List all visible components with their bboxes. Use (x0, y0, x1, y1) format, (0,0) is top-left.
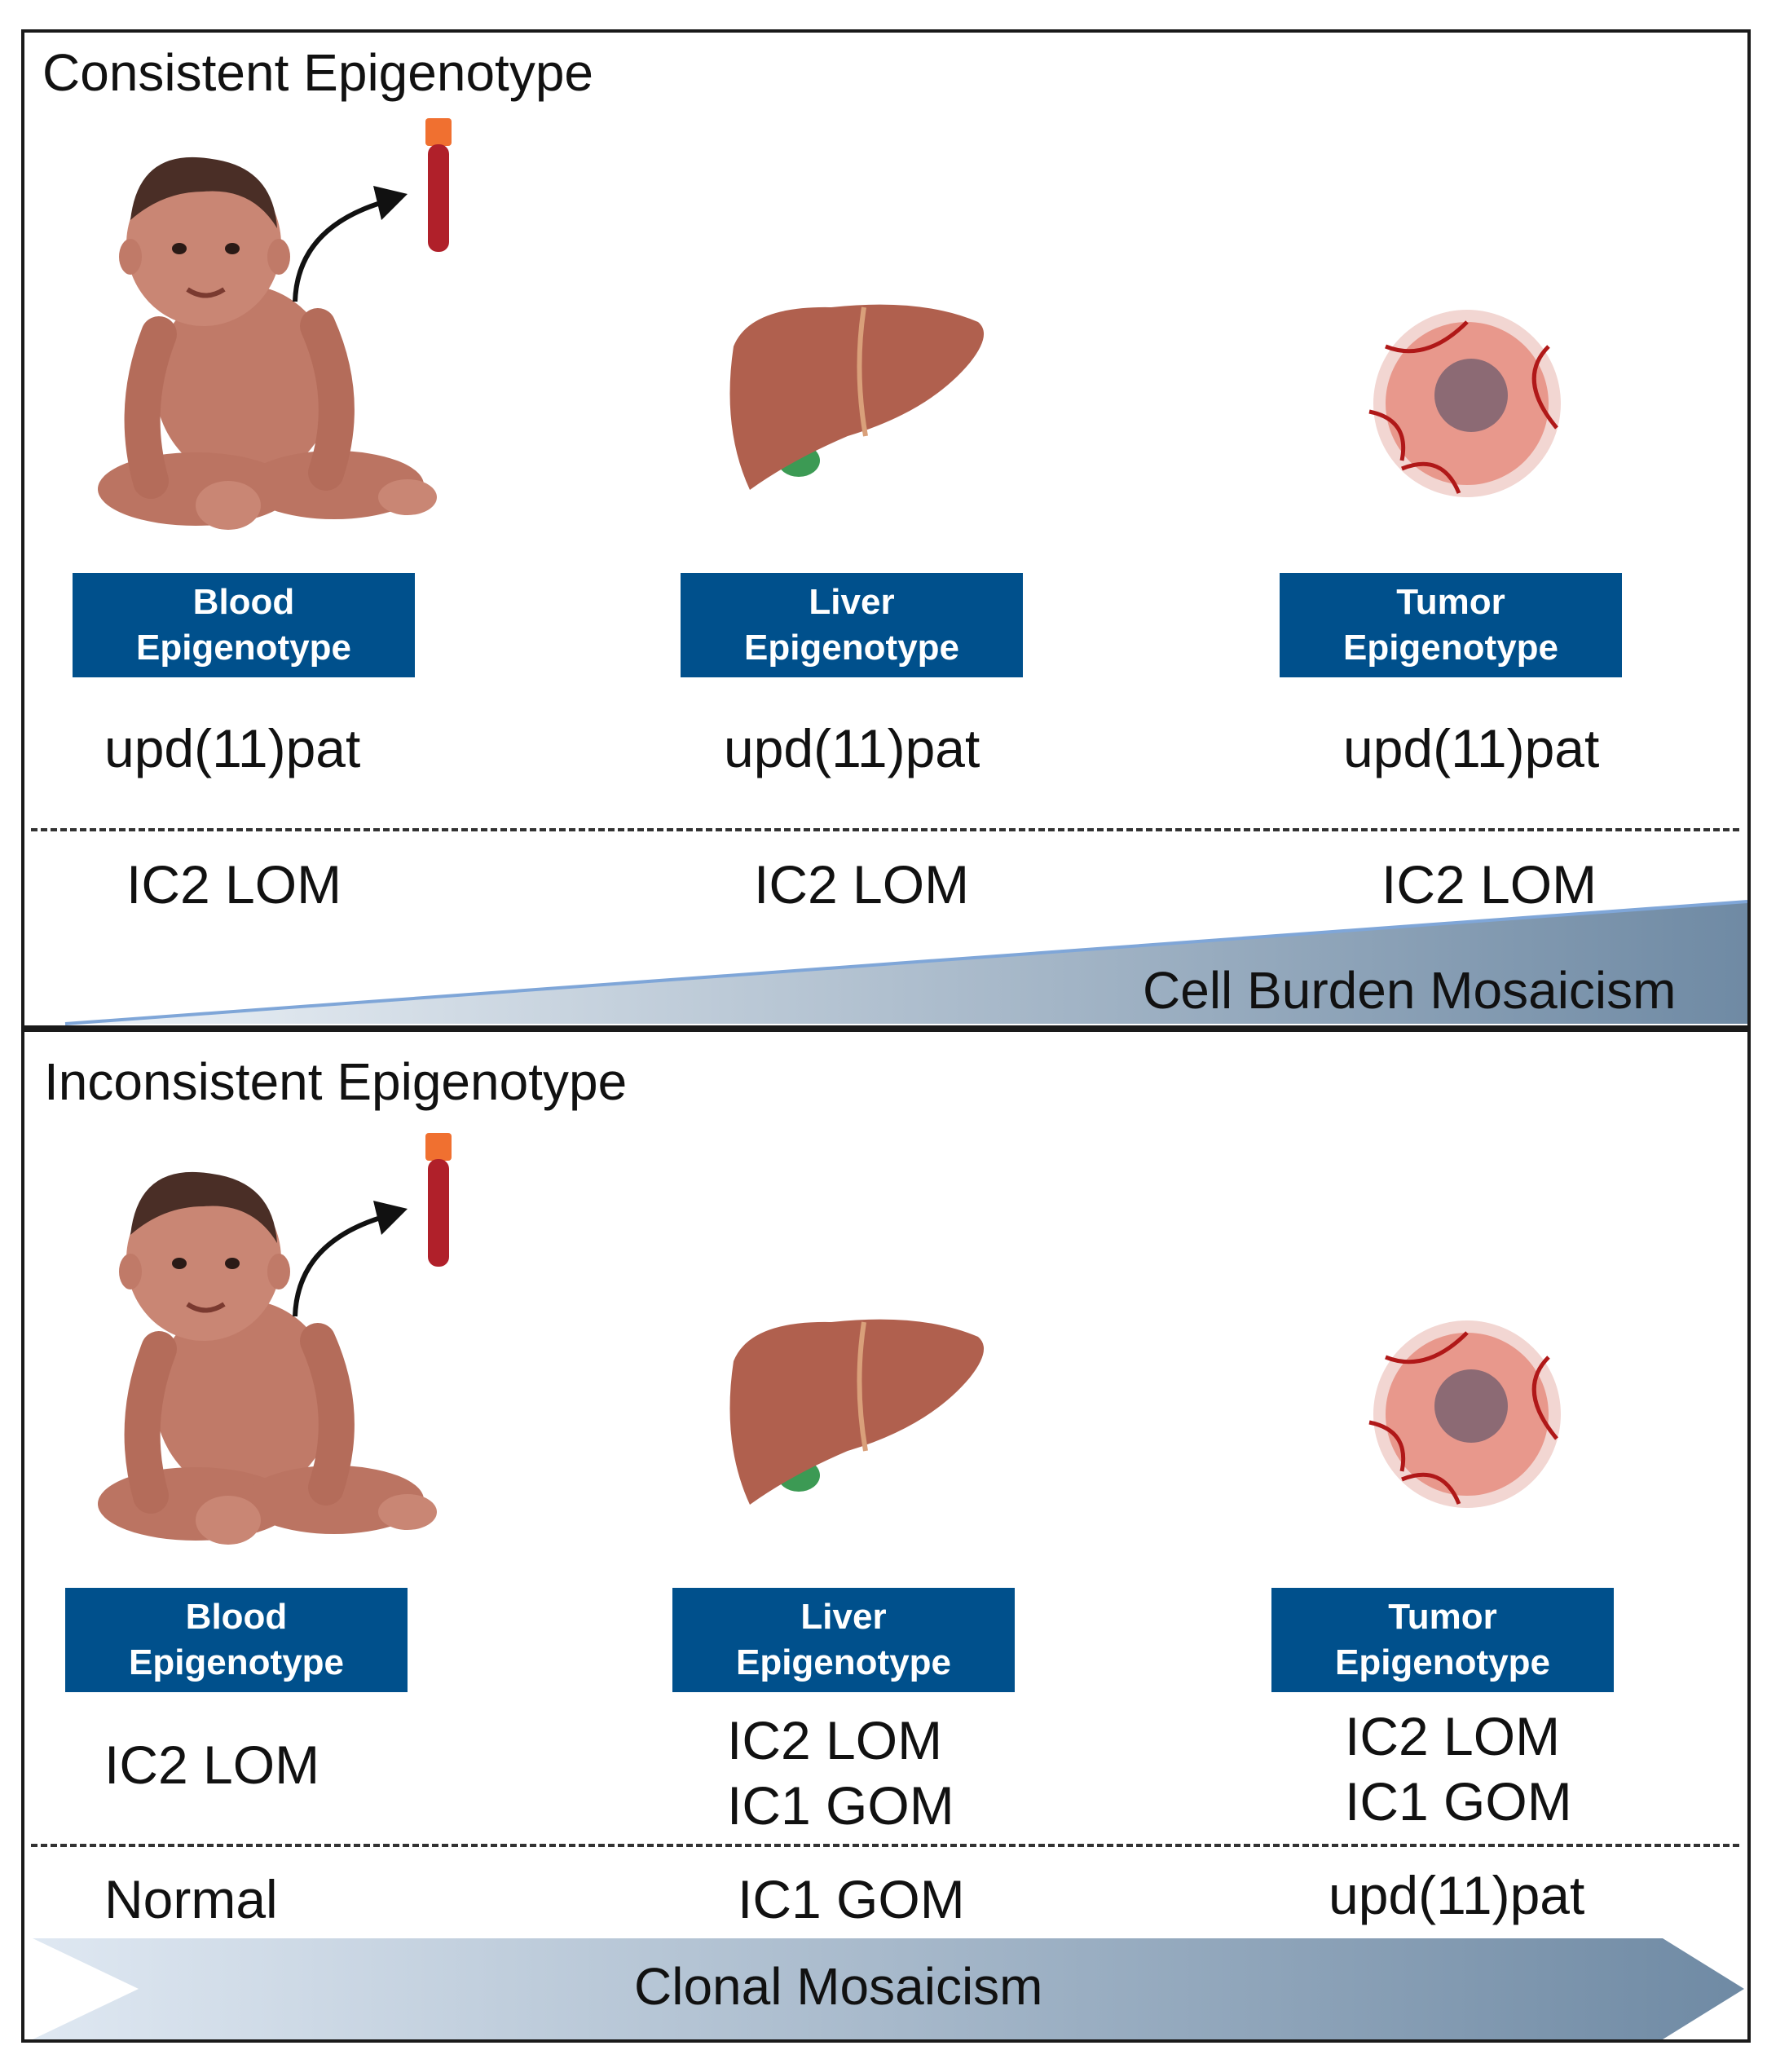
inconsistent-epigenotype-panel (21, 1029, 1751, 2043)
blood-epigenotype-label: Blood Epigenotype (65, 1588, 408, 1692)
liver-row2-value: IC2 LOM (754, 854, 970, 915)
baby-icon (98, 157, 437, 530)
blood-tube-icon (425, 1133, 452, 1267)
liver-icon (729, 304, 985, 490)
liver-row2-value: IC1 GOM (738, 1869, 965, 1929)
label-line2: Epigenotype (1334, 1642, 1551, 1682)
label-line2: Epigenotype (1342, 628, 1559, 668)
tumor-row1b-value: IC1 GOM (1345, 1771, 1572, 1832)
label-line2: Epigenotype (128, 1642, 345, 1682)
baby-icon (98, 1171, 437, 1545)
divider-line (31, 1844, 1739, 1847)
label-line1: Tumor (1396, 582, 1505, 622)
clonal-mosaicism-arrow (33, 1938, 1744, 2039)
liver-epigenotype-label: Liver Epigenotype (681, 573, 1023, 677)
label-line1: Tumor (1388, 1597, 1497, 1637)
liver-row1b-value: IC1 GOM (727, 1775, 954, 1836)
blood-row1-value: upd(11)pat (104, 718, 361, 778)
arrow-icon (293, 1201, 408, 1317)
label-line1: Liver (800, 1597, 887, 1637)
tumor-icon (1368, 1320, 1561, 1508)
liver-epigenotype-label: Liver Epigenotype (672, 1588, 1015, 1692)
label-line2: Epigenotype (135, 628, 352, 668)
blood-row2-value: Normal (104, 1869, 278, 1929)
tumor-row2-value: IC2 LOM (1381, 854, 1597, 915)
panel-title-inconsistent: Inconsistent Epigenotype (44, 1052, 628, 1111)
arrow-icon (293, 186, 408, 302)
label-line1: Blood (192, 582, 295, 622)
consistent-epigenotype-panel (21, 29, 1751, 1029)
tumor-icon (1368, 310, 1561, 497)
blood-row1-value: IC2 LOM (104, 1735, 320, 1795)
tumor-row1-value: upd(11)pat (1343, 718, 1600, 778)
blood-tube-icon (425, 118, 452, 252)
blood-row2-value: IC2 LOM (126, 854, 342, 915)
cell-burden-mosaicism-label: Cell Burden Mosaicism (1143, 961, 1677, 1020)
liver-row1a-value: IC2 LOM (727, 1710, 943, 1770)
blood-epigenotype-label: Blood Epigenotype (73, 573, 415, 677)
label-line2: Epigenotype (743, 628, 960, 668)
label-line1: Liver (809, 582, 895, 622)
tumor-epigenotype-label: Tumor Epigenotype (1271, 1588, 1614, 1692)
panel-title-consistent: Consistent Epigenotype (42, 43, 593, 102)
clonal-mosaicism-label: Clonal Mosaicism (634, 1957, 1043, 2016)
tumor-epigenotype-label: Tumor Epigenotype (1280, 573, 1622, 677)
label-line1: Blood (185, 1597, 288, 1637)
tumor-row2-value: upd(11)pat (1329, 1865, 1585, 1925)
label-line2: Epigenotype (735, 1642, 952, 1682)
liver-icon (729, 1319, 985, 1505)
divider-line (31, 828, 1739, 831)
cell-burden-gradient (64, 900, 1747, 1025)
tumor-row1a-value: IC2 LOM (1345, 1706, 1561, 1766)
liver-row1-value: upd(11)pat (724, 718, 980, 778)
